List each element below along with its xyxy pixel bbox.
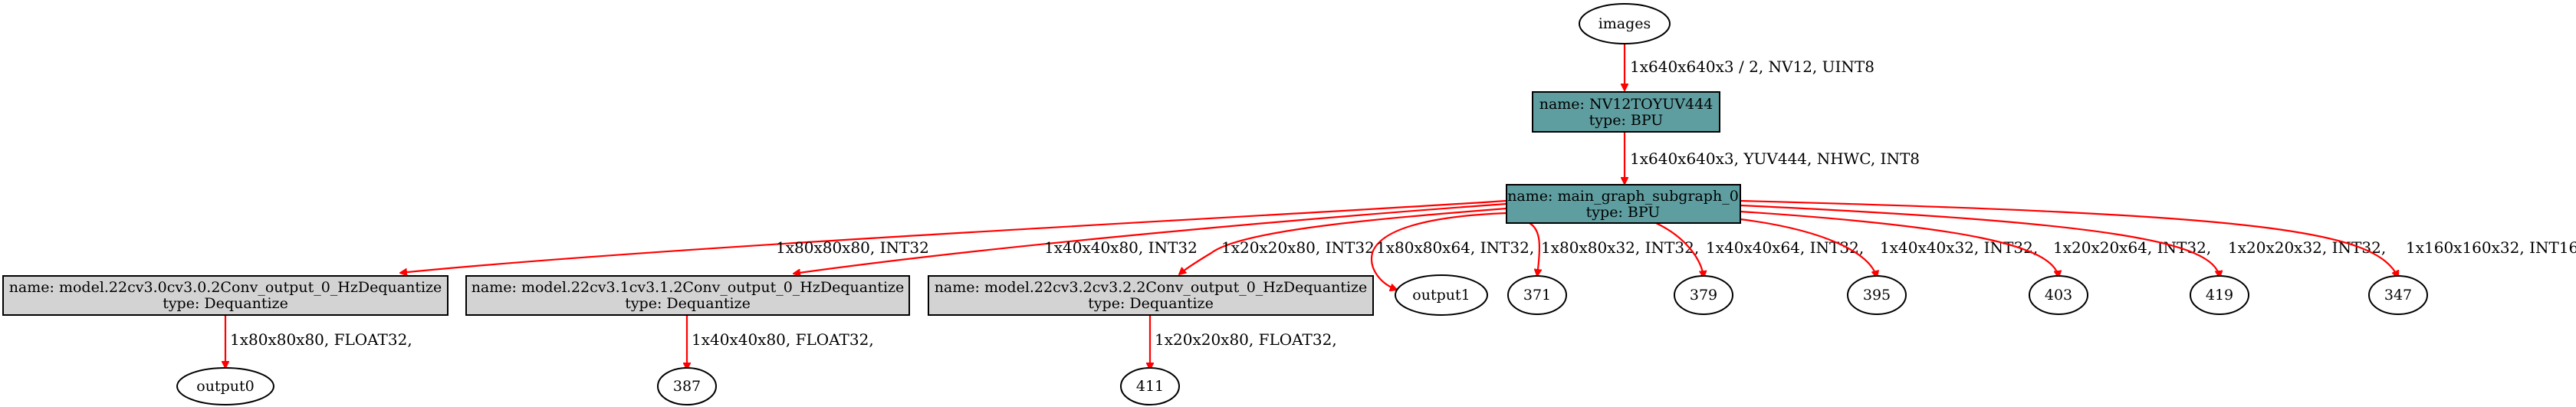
- nodes: images name: NV12TOYUV444 type: BPU name…: [2, 3, 2428, 405]
- node-371-label: 371: [1523, 287, 1551, 304]
- node-images-label: images: [1598, 15, 1651, 32]
- node-deq0-type: type: Dequantize: [163, 295, 288, 312]
- node-deq0-name: name: model.22cv3.0cv3.0.2Conv_output_0_…: [9, 279, 442, 296]
- edge-main-395: [1740, 218, 1877, 277]
- edge-main-deq2: [1179, 207, 1507, 274]
- node-411-label: 411: [1136, 378, 1164, 395]
- node-nv12-type: type: BPU: [1589, 112, 1664, 129]
- node-387[interactable]: 387: [657, 367, 717, 405]
- edge-main-379: [1655, 222, 1704, 277]
- node-output1[interactable]: output1: [1395, 274, 1488, 316]
- node-dequantize-1[interactable]: name: model.22cv3.1cv3.1.2Conv_output_0_…: [465, 275, 910, 316]
- edge-label-nv12-main: 1x640x640x3, YUV444, NHWC, INT8: [1630, 149, 1920, 168]
- edge-main-347: [1740, 199, 2398, 277]
- edge-label-main-deq0: 1x80x80x80, INT32: [776, 238, 929, 257]
- node-nv12-name: name: NV12TOYUV444: [1539, 96, 1714, 113]
- edges: 1x640x640x3 / 2, NV12, UINT8 1x640x640x3…: [225, 44, 2576, 369]
- edge-main-403: [1740, 210, 2058, 277]
- node-411[interactable]: 411: [1120, 367, 1180, 405]
- node-395-label: 395: [1863, 287, 1891, 304]
- edge-label-deq1-387: 1x40x40x80, FLOAT32,: [692, 330, 874, 349]
- node-main-type: type: BPU: [1586, 204, 1661, 221]
- node-output1-label: output1: [1412, 287, 1470, 304]
- node-main-name: name: main_graph_subgraph_0: [1507, 188, 1739, 205]
- edge-main-deq1: [794, 202, 1507, 274]
- node-371[interactable]: 371: [1507, 275, 1567, 315]
- edge-label-main-output1: 1x80x80x64, INT32,: [1376, 238, 1534, 257]
- node-403-label: 403: [2045, 287, 2072, 304]
- node-deq1-type: type: Dequantize: [625, 295, 751, 312]
- edge-label-main-395: 1x40x40x32, INT32,: [1880, 238, 2038, 257]
- node-deq2-type: type: Dequantize: [1088, 295, 1214, 312]
- node-images[interactable]: images: [1579, 3, 1671, 44]
- node-output0-label: output0: [196, 378, 254, 395]
- edge-label-main-deq2: 1x20x20x80, INT32: [1221, 238, 1375, 257]
- node-dequantize-2[interactable]: name: model.22cv3.2cv3.2.2Conv_output_0_…: [928, 275, 1374, 316]
- node-output0[interactable]: output0: [176, 367, 274, 405]
- edge-label-deq2-411: 1x20x20x80, FLOAT32,: [1155, 330, 1337, 349]
- node-395[interactable]: 395: [1847, 275, 1907, 315]
- node-nv12toyuv444[interactable]: name: NV12TOYUV444 type: BPU: [1532, 91, 1720, 133]
- edge-main-output1: [1370, 212, 1507, 290]
- edge-label-main-403: 1x20x20x64, INT32,: [2053, 238, 2211, 257]
- edge-label-deq0-output0: 1x80x80x80, FLOAT32,: [230, 330, 412, 349]
- node-main-graph-subgraph[interactable]: name: main_graph_subgraph_0 type: BPU: [1506, 184, 1741, 224]
- node-379[interactable]: 379: [1674, 275, 1733, 315]
- node-379-label: 379: [1690, 287, 1717, 304]
- node-403[interactable]: 403: [2029, 275, 2088, 315]
- node-387-label: 387: [673, 378, 701, 395]
- edge-label-main-371: 1x80x80x32, INT32,: [1541, 238, 1699, 257]
- node-347[interactable]: 347: [2368, 275, 2428, 315]
- edge-label-images-nv12: 1x640x640x3 / 2, NV12, UINT8: [1630, 57, 1875, 76]
- edge-label-main-deq1: 1x40x40x80, INT32: [1044, 238, 1198, 257]
- edge-main-371: [1529, 222, 1539, 276]
- edge-main-419: [1740, 204, 2220, 277]
- node-dequantize-0[interactable]: name: model.22cv3.0cv3.0.2Conv_output_0_…: [2, 275, 449, 316]
- edge-label-main-347: 1x160x160x32, INT16,: [2406, 238, 2576, 257]
- edge-label-main-379: 1x40x40x64, INT32,: [1706, 238, 1864, 257]
- node-347-label: 347: [2384, 287, 2412, 304]
- edge-main-deq0: [400, 199, 1507, 273]
- node-deq2-name: name: model.22cv3.2cv3.2.2Conv_output_0_…: [935, 279, 1368, 296]
- node-deq1-name: name: model.22cv3.1cv3.1.2Conv_output_0_…: [472, 279, 905, 296]
- node-419[interactable]: 419: [2190, 275, 2249, 315]
- node-419-label: 419: [2206, 287, 2233, 304]
